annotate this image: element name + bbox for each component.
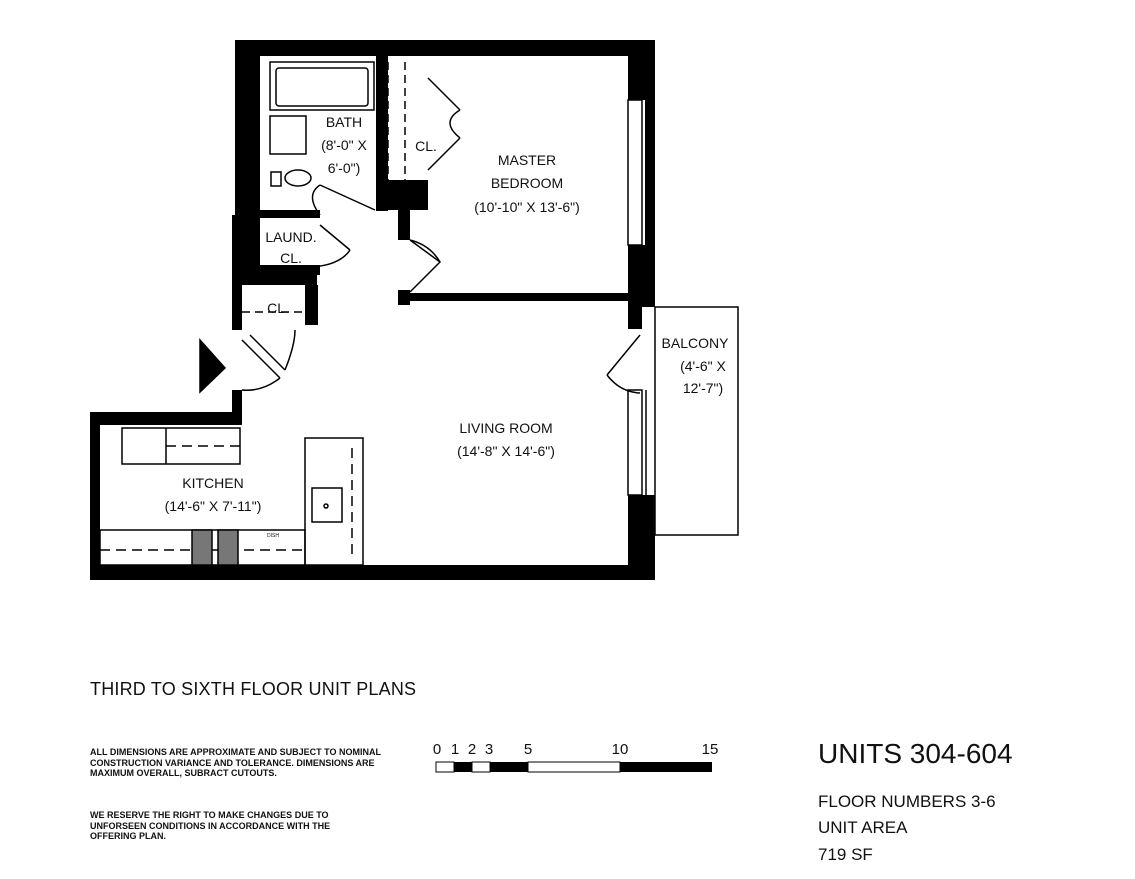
scale-seg <box>435 761 455 773</box>
bedroom-label: MASTER <box>498 152 556 168</box>
closet-label: CL. <box>267 300 289 316</box>
disclaimer-dimensions: ALL DIMENSIONS ARE APPROXIMATE AND SUBJE… <box>90 747 381 778</box>
unit-area-label: UNIT AREA <box>818 818 908 837</box>
plan-title: THIRD TO SIXTH FLOOR UNIT PLANS <box>90 679 417 699</box>
scale-seg <box>527 761 621 773</box>
balcony-dims: 12'-7") <box>683 380 723 396</box>
closet-label: CL. <box>415 138 437 154</box>
bedroom-dims: (10'-10" X 13'-6") <box>474 199 580 215</box>
scale-label: 10 <box>612 741 629 758</box>
bath-dims: (8'-0" X <box>321 137 367 153</box>
scale-seg <box>471 761 491 773</box>
living-room-label: LIVING ROOM <box>459 420 552 436</box>
scale-seg <box>620 762 712 772</box>
scale-label: 15 <box>702 741 719 758</box>
room-labels: BATH (8'-0" X 6'-0") CL. MASTER BEDROOM … <box>165 114 729 539</box>
scale-label: 5 <box>524 741 532 758</box>
scale-label: 2 <box>468 741 476 758</box>
scale-seg <box>454 762 472 772</box>
scale-label: 3 <box>485 741 493 758</box>
unit-area-value: 719 SF <box>818 845 873 864</box>
bath-dims: 6'-0") <box>328 160 361 176</box>
balcony-label: BALCONY <box>662 335 730 351</box>
bedroom-label: BEDROOM <box>491 175 563 191</box>
walls <box>90 40 655 580</box>
living-room-dims: (14'-8" X 14'-6") <box>457 443 555 459</box>
disclaimer-changes: WE RESERVE THE RIGHT TO MAKE CHANGES DUE… <box>90 810 331 841</box>
floor-numbers: FLOOR NUMBERS 3-6 <box>818 792 996 811</box>
kitchen-label: KITCHEN <box>182 475 243 491</box>
bath-label: BATH <box>326 114 362 130</box>
fixtures <box>99 61 739 574</box>
scale-seg <box>490 762 528 772</box>
scale-label: 0 <box>433 741 441 758</box>
scale-label: 1 <box>451 741 459 758</box>
laundry-label: CL. <box>280 250 302 266</box>
dishwasher-label: DISH <box>267 533 279 539</box>
laundry-label: LAUND. <box>265 229 316 245</box>
balcony-dims: (4'-6" X <box>680 358 726 374</box>
kitchen-dims: (14'-6" X 7'-11") <box>165 498 262 514</box>
units-heading: UNITS 304-604 <box>818 738 1013 769</box>
scale-bar: 0 1 2 3 5 10 15 <box>433 741 719 773</box>
